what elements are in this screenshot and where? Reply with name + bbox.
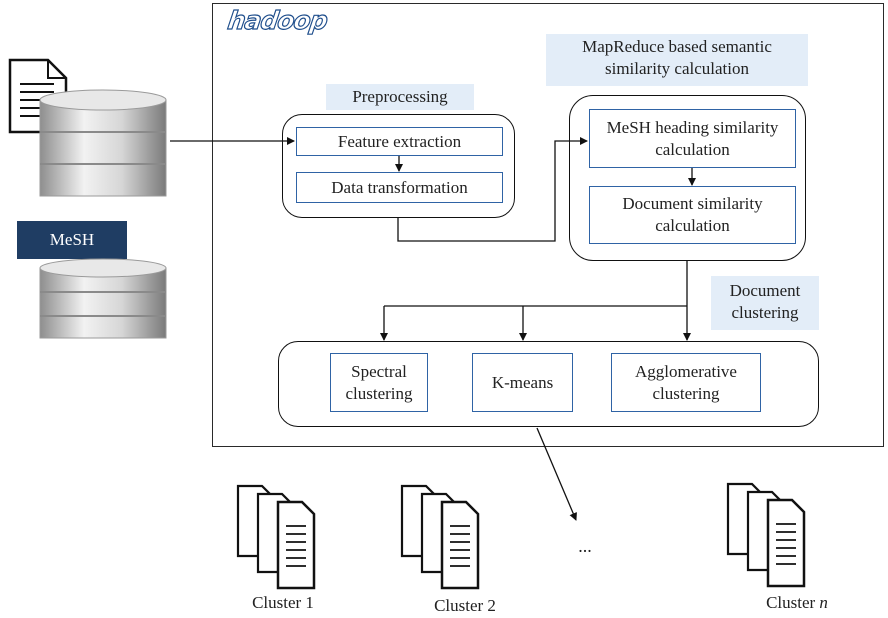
kmeans-step: K-means — [472, 353, 573, 412]
mesh-database-icon — [39, 258, 167, 339]
clustering-tag: Document clustering — [711, 276, 819, 330]
preprocess-to-similarity-arrow — [397, 137, 588, 242]
agglomerative-clustering-step: Agglomerative clustering — [611, 353, 761, 412]
cluster-1-label: Cluster 1 — [252, 593, 314, 612]
feature-extraction-step: Feature extraction — [296, 127, 503, 156]
spectral-clustering-step: Spectral clustering — [330, 353, 428, 412]
hadoop-frame — [212, 3, 884, 447]
cluster-n-label: Cluster n — [766, 593, 828, 612]
ellipsis: ... — [578, 536, 592, 556]
preprocessing-tag: Preprocessing — [326, 84, 474, 110]
document-similarity-step: Document similarity calculation — [589, 186, 796, 244]
cluster-2-label: Cluster 2 — [434, 596, 496, 615]
semantic-tag: MapReduce based semantic similarity calc… — [546, 34, 808, 86]
database-icon — [39, 89, 167, 197]
cluster-n-icon — [726, 482, 806, 588]
output-arrow — [536, 427, 577, 521]
cluster-1-icon — [236, 484, 316, 590]
cluster-2-icon — [400, 484, 480, 590]
data-transformation-step: Data transformation — [296, 172, 503, 203]
mesh-heading-similarity-step: MeSH heading similarity calculation — [589, 109, 796, 168]
mesh-badge: MeSH — [17, 221, 127, 259]
